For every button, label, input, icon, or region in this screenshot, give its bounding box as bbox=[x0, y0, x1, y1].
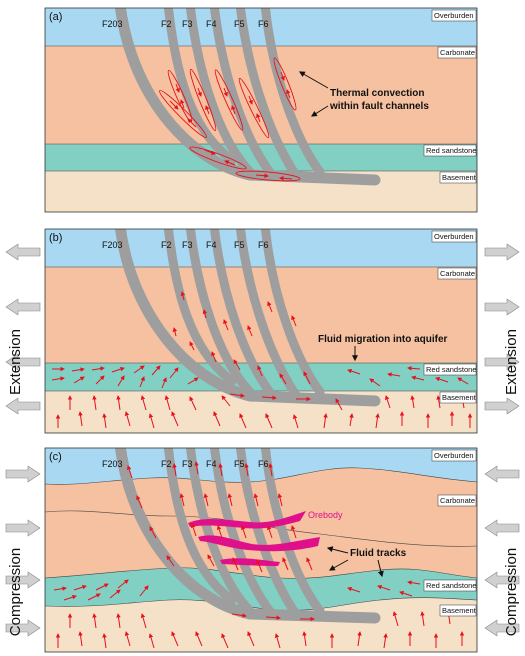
fault-set bbox=[115, 448, 381, 624]
annotation-fluid-tracks: Fluid tracks bbox=[350, 548, 407, 559]
pointer-arrow bbox=[326, 546, 349, 554]
fluid-track-arrows bbox=[53, 461, 469, 649]
fault-label-f6: F6 bbox=[258, 19, 269, 29]
fault-labels: F203 F2 F3 F4 F5 F6 bbox=[102, 459, 269, 469]
fault-set bbox=[115, 229, 381, 407]
panel-label: (a) bbox=[49, 11, 62, 23]
red-sandstone-layer bbox=[45, 567, 477, 611]
layer-label-carbonate: Carbonate bbox=[440, 48, 475, 57]
fault-label-f6: F6 bbox=[258, 240, 269, 250]
layer-label-red-sandstone: Red sandstone bbox=[426, 146, 476, 155]
side-label-left: Extension bbox=[7, 329, 24, 395]
side-label-left: Compression bbox=[7, 548, 24, 636]
annotation-thermal-convection: Thermal convection bbox=[330, 88, 424, 99]
layer-label-overburden: Overburden bbox=[434, 11, 474, 20]
panel-c: (c) F203 F2 F3 F4 F5 F6 Overburden Carbo… bbox=[5, 447, 520, 653]
panel-label: (c) bbox=[49, 451, 62, 463]
fault-label-f4: F4 bbox=[206, 19, 217, 29]
fault-label-f203: F203 bbox=[102, 240, 123, 250]
compression-arrows-right bbox=[484, 465, 520, 637]
fault-label-f3: F3 bbox=[182, 240, 193, 250]
layer-label-overburden: Overburden bbox=[434, 232, 474, 241]
fault-label-f2: F2 bbox=[161, 240, 172, 250]
extension-arrows-right bbox=[484, 243, 520, 415]
layer-labels: Overburden Carbonate Red sandstone Basem… bbox=[423, 9, 477, 184]
fault-label-f2: F2 bbox=[161, 19, 172, 29]
fault-label-f5: F5 bbox=[234, 459, 245, 469]
overburden-layer bbox=[45, 448, 477, 485]
fault-labels: F203 F2 F3 F4 F5 F6 bbox=[102, 240, 269, 250]
layer-label-basement: Basement bbox=[442, 393, 477, 402]
fault-label-f2: F2 bbox=[161, 459, 172, 469]
panel-a: (a) F203 F2 F3 F4 F5 F6 Overburden Carbo… bbox=[44, 7, 478, 213]
convection-cells bbox=[159, 57, 301, 182]
fault-label-f203: F203 bbox=[102, 19, 123, 29]
side-label-right: Extension bbox=[503, 329, 520, 395]
layer-label-overburden: Overburden bbox=[434, 451, 474, 460]
pointer-arrow bbox=[377, 559, 384, 578]
convection-arrows bbox=[169, 71, 293, 181]
panel-frame bbox=[44, 447, 478, 653]
fault-label-f4: F4 bbox=[206, 459, 217, 469]
layer-labels: Overburden Carbonate Red sandstone Basem… bbox=[423, 230, 477, 404]
fault-label-f6: F6 bbox=[258, 459, 269, 469]
layer-label-carbonate: Carbonate bbox=[440, 269, 475, 278]
fault-label-f203: F203 bbox=[102, 459, 123, 469]
fault-label-f5: F5 bbox=[234, 240, 245, 250]
panel-label: (b) bbox=[49, 232, 62, 244]
side-label-right: Compression bbox=[503, 548, 520, 636]
fluid-flow-arrows bbox=[51, 291, 473, 429]
fault-set bbox=[115, 8, 381, 186]
layer-label-red-sandstone: Red sandstone bbox=[426, 581, 476, 590]
layer-label-basement: Basement bbox=[442, 173, 477, 182]
layer-label-red-sandstone: Red sandstone bbox=[426, 365, 476, 374]
pointer-arrow bbox=[298, 71, 329, 89]
annotation-fluid-migration: Fluid migration into aquifer bbox=[318, 334, 448, 345]
pointer-arrow bbox=[328, 559, 349, 571]
pointer-arrow bbox=[310, 105, 329, 117]
panel-frame bbox=[44, 228, 478, 434]
fault-label-f3: F3 bbox=[182, 459, 193, 469]
annotation-fault-channels: within fault channels bbox=[329, 101, 429, 112]
compression-arrows-left bbox=[5, 465, 41, 637]
layer-label-basement: Basement bbox=[442, 606, 477, 615]
fault-label-f3: F3 bbox=[182, 19, 193, 29]
fault-label-f4: F4 bbox=[206, 240, 217, 250]
orebody-label: Orebody bbox=[308, 510, 343, 520]
panel-b: (b) F203 F2 F3 F4 F5 F6 Overburden Carbo… bbox=[5, 228, 520, 434]
extension-arrows-left bbox=[5, 243, 41, 415]
layer-label-carbonate: Carbonate bbox=[440, 496, 475, 505]
fault-label-f5: F5 bbox=[234, 19, 245, 29]
fault-labels: F203 F2 F3 F4 F5 F6 bbox=[102, 19, 269, 29]
panel-frame bbox=[44, 7, 478, 213]
layer-labels: Overburden Carbonate Red sandstone Basem… bbox=[423, 449, 477, 617]
